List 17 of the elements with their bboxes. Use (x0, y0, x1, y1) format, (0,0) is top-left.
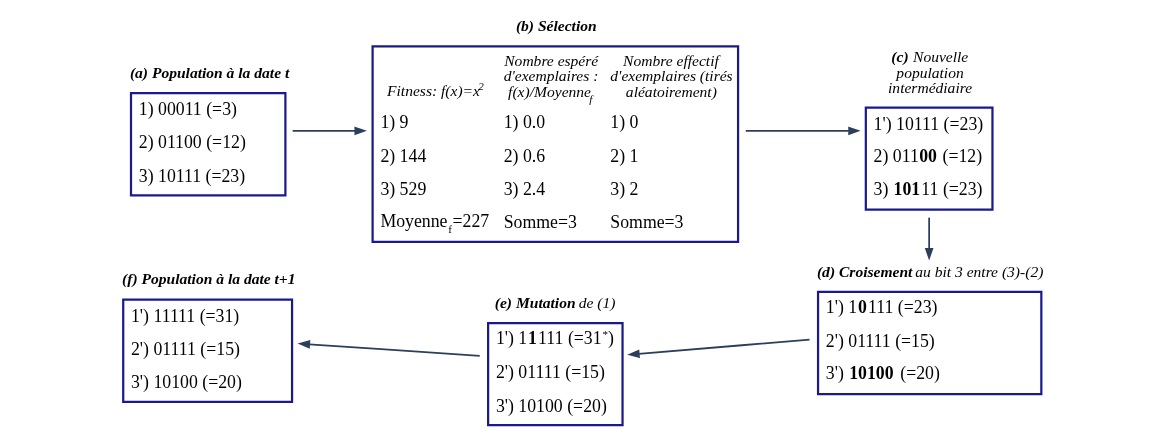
node-box: Fitness: f(x)=x$^{2}$ Nombre espéré d'exemplaires : f(x)/Moyenne$_{f}$ Nombre effectif d'exemplaires (tirés aléatoirement) 1) 9 1) 0.0 1) 0 2) 144 2) 0.6 2) 1 3) 529 3) 2.4 3) 2 Moyenne$_{f}$=227 Somme=3 Somme=3 (371, 45, 740, 244)
arrow (924, 216, 934, 261)
node-label: (a) Population à la date t (129, 63, 290, 81)
arrow (744, 126, 861, 136)
node-box: 1') 11111 (=31) 2') 01111 (=15) 3') 10100 (=20) (122, 298, 294, 403)
node-box: 1') 10111 (=23) 2') 01111 (=15) 3') 10100 (=20) (816, 290, 1043, 396)
node-label: (c) Nouvelle population intermédiaire (888, 48, 973, 97)
arrow (297, 339, 481, 357)
node-label: (b) Sélection (515, 17, 597, 35)
arrow (291, 126, 367, 136)
node-label: (d) Croisement au bit 3 entre (3)-(2) (816, 262, 1044, 280)
node-label: (f) Population à la date t+1 (122, 270, 296, 288)
arrow (627, 338, 811, 359)
node-box: 1') 10111 (=23) 2) 01100 (=12) 3) 10111 (=23) (864, 106, 994, 211)
node-box: 1) 00011 (=3) 2) 01100 (=12) 3) 10111 (=23) (129, 92, 287, 197)
node-label: (e) Mutation de (1) (494, 293, 616, 311)
node-box: 1') 11111 (=31$^{*}$) 2') 01111 (=15) 3') 10100 (=20) (487, 321, 624, 427)
